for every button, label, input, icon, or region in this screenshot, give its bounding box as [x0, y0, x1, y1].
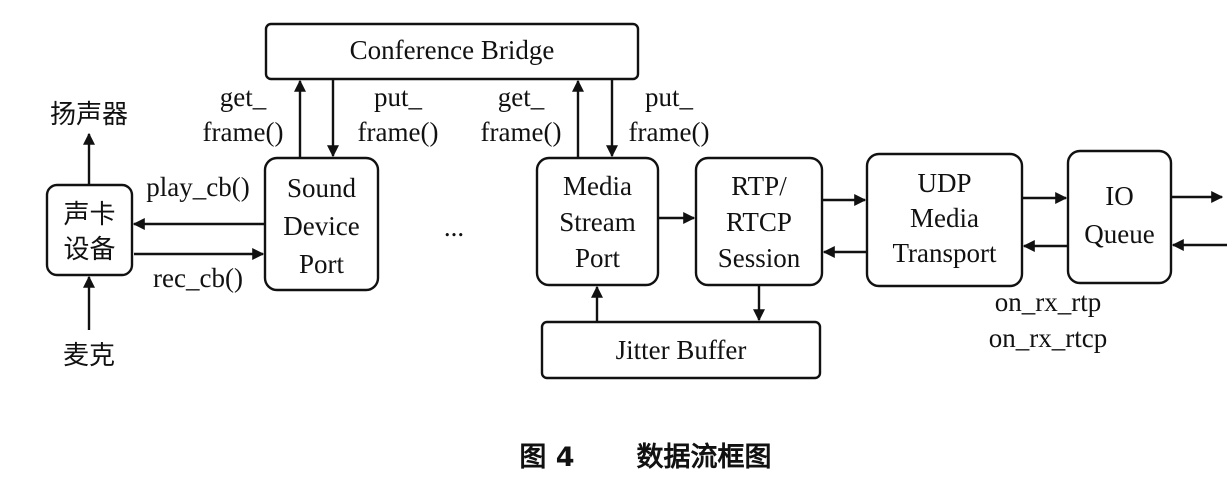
sound-device-port-label-line-1: Sound	[287, 173, 357, 203]
put-frame-label-2-line-1: put_	[645, 82, 694, 112]
sound-card-label-line-1: 声卡	[63, 200, 115, 230]
rtp-rtcp-session-label-line-1: RTP/	[731, 171, 787, 201]
io-queue-label-line-2: Queue	[1084, 219, 1154, 249]
udp-media-transport-node: UDP Media Transport	[865, 152, 1024, 288]
jitter-buffer-node: Jitter Buffer	[540, 320, 822, 380]
media-stream-port-label-line-2: Stream	[559, 207, 635, 237]
rec-cb-label: rec_cb()	[153, 263, 243, 293]
media-stream-port-label-line-3: Port	[575, 243, 621, 273]
get-frame-label-2-line-2: frame()	[481, 117, 562, 147]
speaker-label: 扬声器	[50, 100, 128, 130]
rtp-rtcp-session-label-line-3: Session	[718, 243, 801, 273]
put-frame-label-1-line-1: put_	[374, 82, 423, 112]
get-frame-label-1-line-1: get_	[220, 82, 267, 112]
microphone-label: 麦克	[63, 341, 115, 371]
sound-card-label-line-2: 设备	[63, 235, 115, 265]
udp-media-transport-label-line-3: Transport	[892, 238, 997, 268]
conference-bridge-label: Conference Bridge	[350, 35, 555, 65]
sound-device-port-label-line-2: Device	[283, 211, 359, 241]
play-cb-label: play_cb()	[146, 172, 249, 202]
sound-card-node: 声卡 设备	[45, 183, 134, 277]
figure-title: 数据流框图	[637, 442, 772, 473]
on-rx-label-line-2: on_rx_rtcp	[989, 323, 1107, 353]
jitter-buffer-label: Jitter Buffer	[616, 335, 747, 365]
udp-media-transport-label-line-2: Media	[910, 203, 979, 233]
put-frame-label-2-line-2: frame()	[629, 117, 710, 147]
get-frame-label-1-line-2: frame()	[203, 117, 284, 147]
udp-media-transport-label-line-1: UDP	[917, 168, 971, 198]
media-stream-port-node: Media Stream Port	[535, 156, 660, 287]
sound-device-port-label-line-3: Port	[299, 249, 345, 279]
on-rx-label-line-1: on_rx_rtp	[995, 287, 1101, 317]
sound-device-port-node: Sound Device Port	[263, 156, 380, 292]
figure-number: 图 4	[519, 442, 574, 473]
rtp-rtcp-session-label-line-2: RTCP	[726, 207, 792, 237]
io-queue-node: IO Queue	[1066, 149, 1173, 285]
get-frame-label-2-line-1: get_	[498, 82, 545, 112]
rtp-rtcp-session-node: RTP/ RTCP Session	[694, 156, 824, 287]
ellipsis-label: ...	[444, 212, 464, 242]
put-frame-label-1-line-2: frame()	[358, 117, 439, 147]
io-queue-label-line-1: IO	[1105, 181, 1134, 211]
conference-bridge-node: Conference Bridge	[264, 22, 640, 81]
media-stream-port-label-line-1: Media	[563, 171, 632, 201]
